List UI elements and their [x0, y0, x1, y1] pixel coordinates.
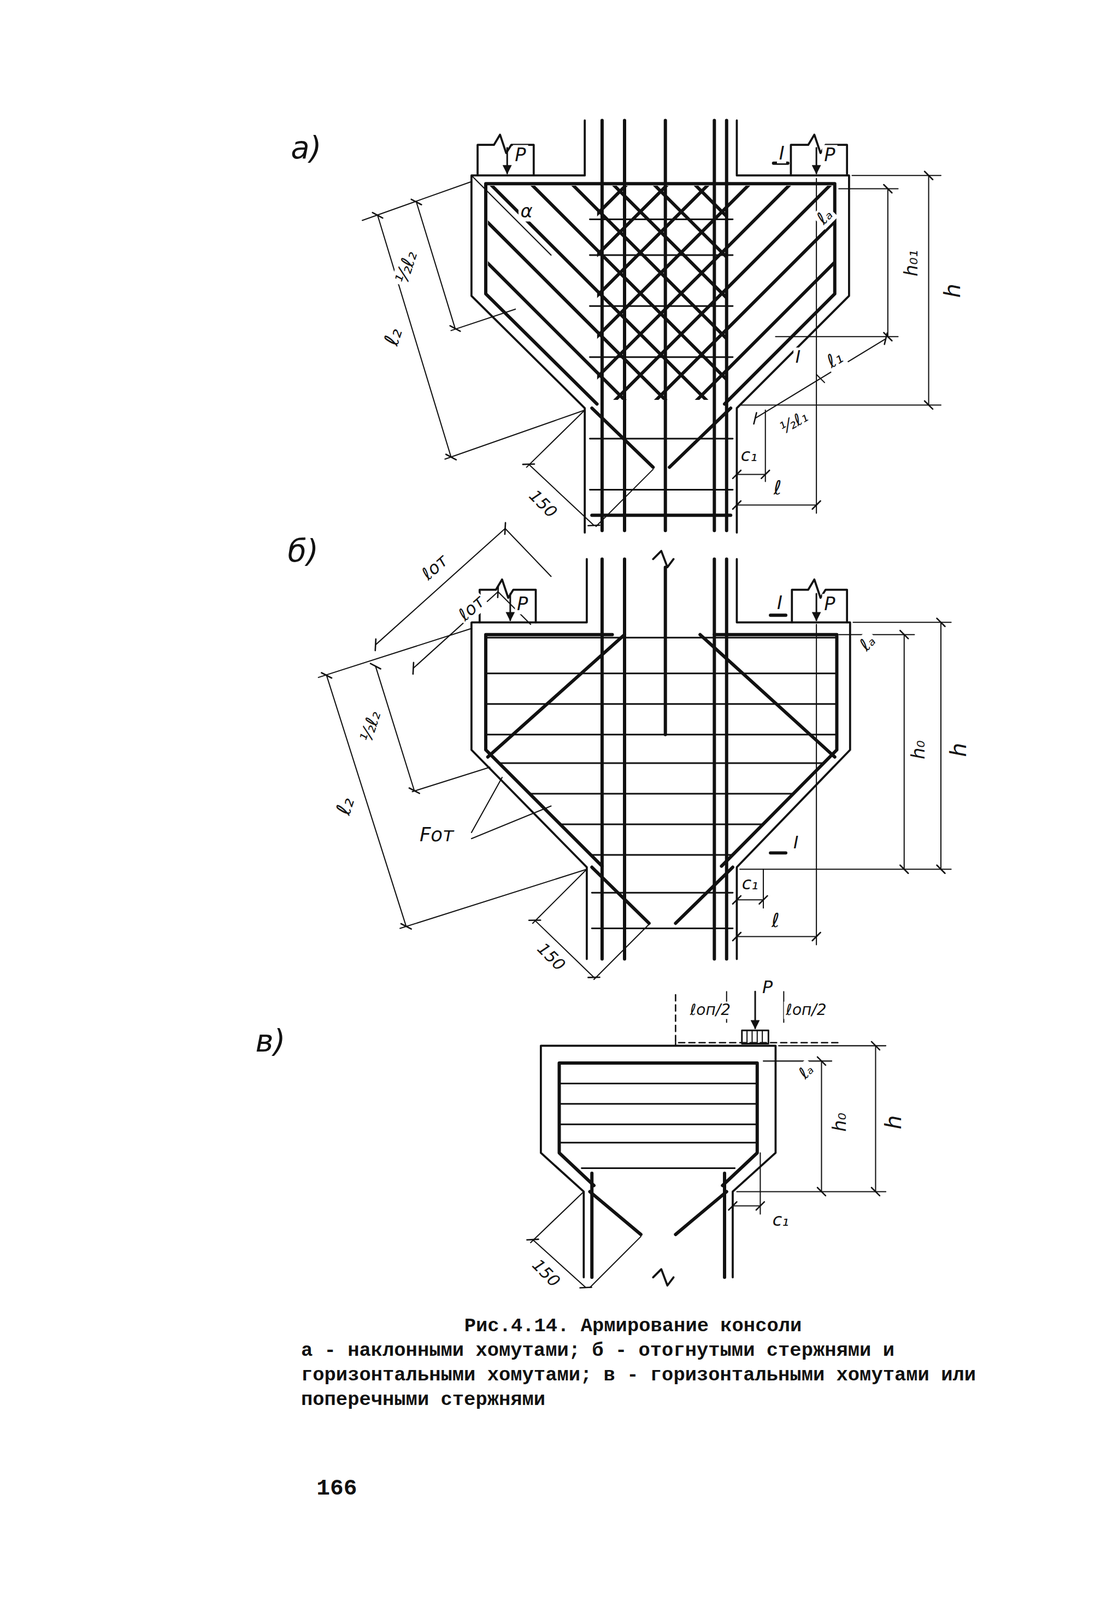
drawing-label: α	[518, 201, 535, 222]
drawing-label: I	[774, 592, 785, 614]
figure-b	[318, 528, 952, 980]
drawing-label: ℓот	[452, 590, 490, 627]
drawing-label: ½ℓ₂	[390, 246, 422, 289]
drawing-label: P	[822, 144, 838, 166]
drawing-label: в)	[253, 1023, 288, 1058]
drawing-label: ℓ₂	[379, 323, 408, 351]
drawing-label: h₀₁	[901, 248, 922, 279]
drawing-label: Fот	[417, 823, 456, 846]
drawing-label: ℓоп/2	[784, 1002, 829, 1020]
drawing-label: 150	[524, 485, 562, 523]
drawing-label: h₀	[908, 738, 929, 762]
drawing-label: ℓоп/2	[687, 1002, 733, 1020]
drawing-label: 150	[527, 1254, 565, 1293]
drawing-label: ℓ₂	[331, 792, 359, 820]
drawing-label: ℓ	[769, 909, 782, 932]
drawing-label: P	[822, 593, 838, 615]
drawing-label: c₁	[739, 874, 761, 894]
drawing-label: P	[514, 593, 531, 615]
drawing-label: I	[793, 347, 803, 367]
drawing-label: P	[760, 978, 775, 998]
drawing-label: ½ℓ₁	[775, 406, 814, 439]
drawing-label: P	[513, 144, 529, 166]
figure-c	[530, 991, 886, 1288]
drawing-label: ℓₐ	[793, 1058, 820, 1085]
drawing-label: h	[940, 281, 966, 301]
drawing-label: ℓ₁	[821, 345, 849, 373]
drawing-label: h	[946, 740, 972, 760]
drawing-label: ½ℓ₂	[355, 707, 385, 747]
page-number: 166	[314, 1477, 359, 1503]
drawing-label: б)	[285, 534, 321, 569]
drawing-label: ℓ	[771, 477, 784, 499]
drawing-label: c₁	[738, 445, 760, 465]
drawing-label: I	[776, 143, 787, 164]
drawing-label: h₀	[829, 1110, 851, 1134]
figure-a	[362, 120, 941, 533]
drawing-label: ℓₐ	[854, 630, 881, 657]
drawing-label: c₁	[770, 1210, 792, 1230]
drawing-label: а)	[288, 131, 324, 166]
drawing-label: I	[791, 833, 801, 853]
drawing-label: h	[881, 1113, 906, 1133]
figure-caption: Рис.4.14. Армирование консоли а - наклон…	[301, 1314, 1006, 1413]
drawing-label: 150	[532, 938, 570, 976]
